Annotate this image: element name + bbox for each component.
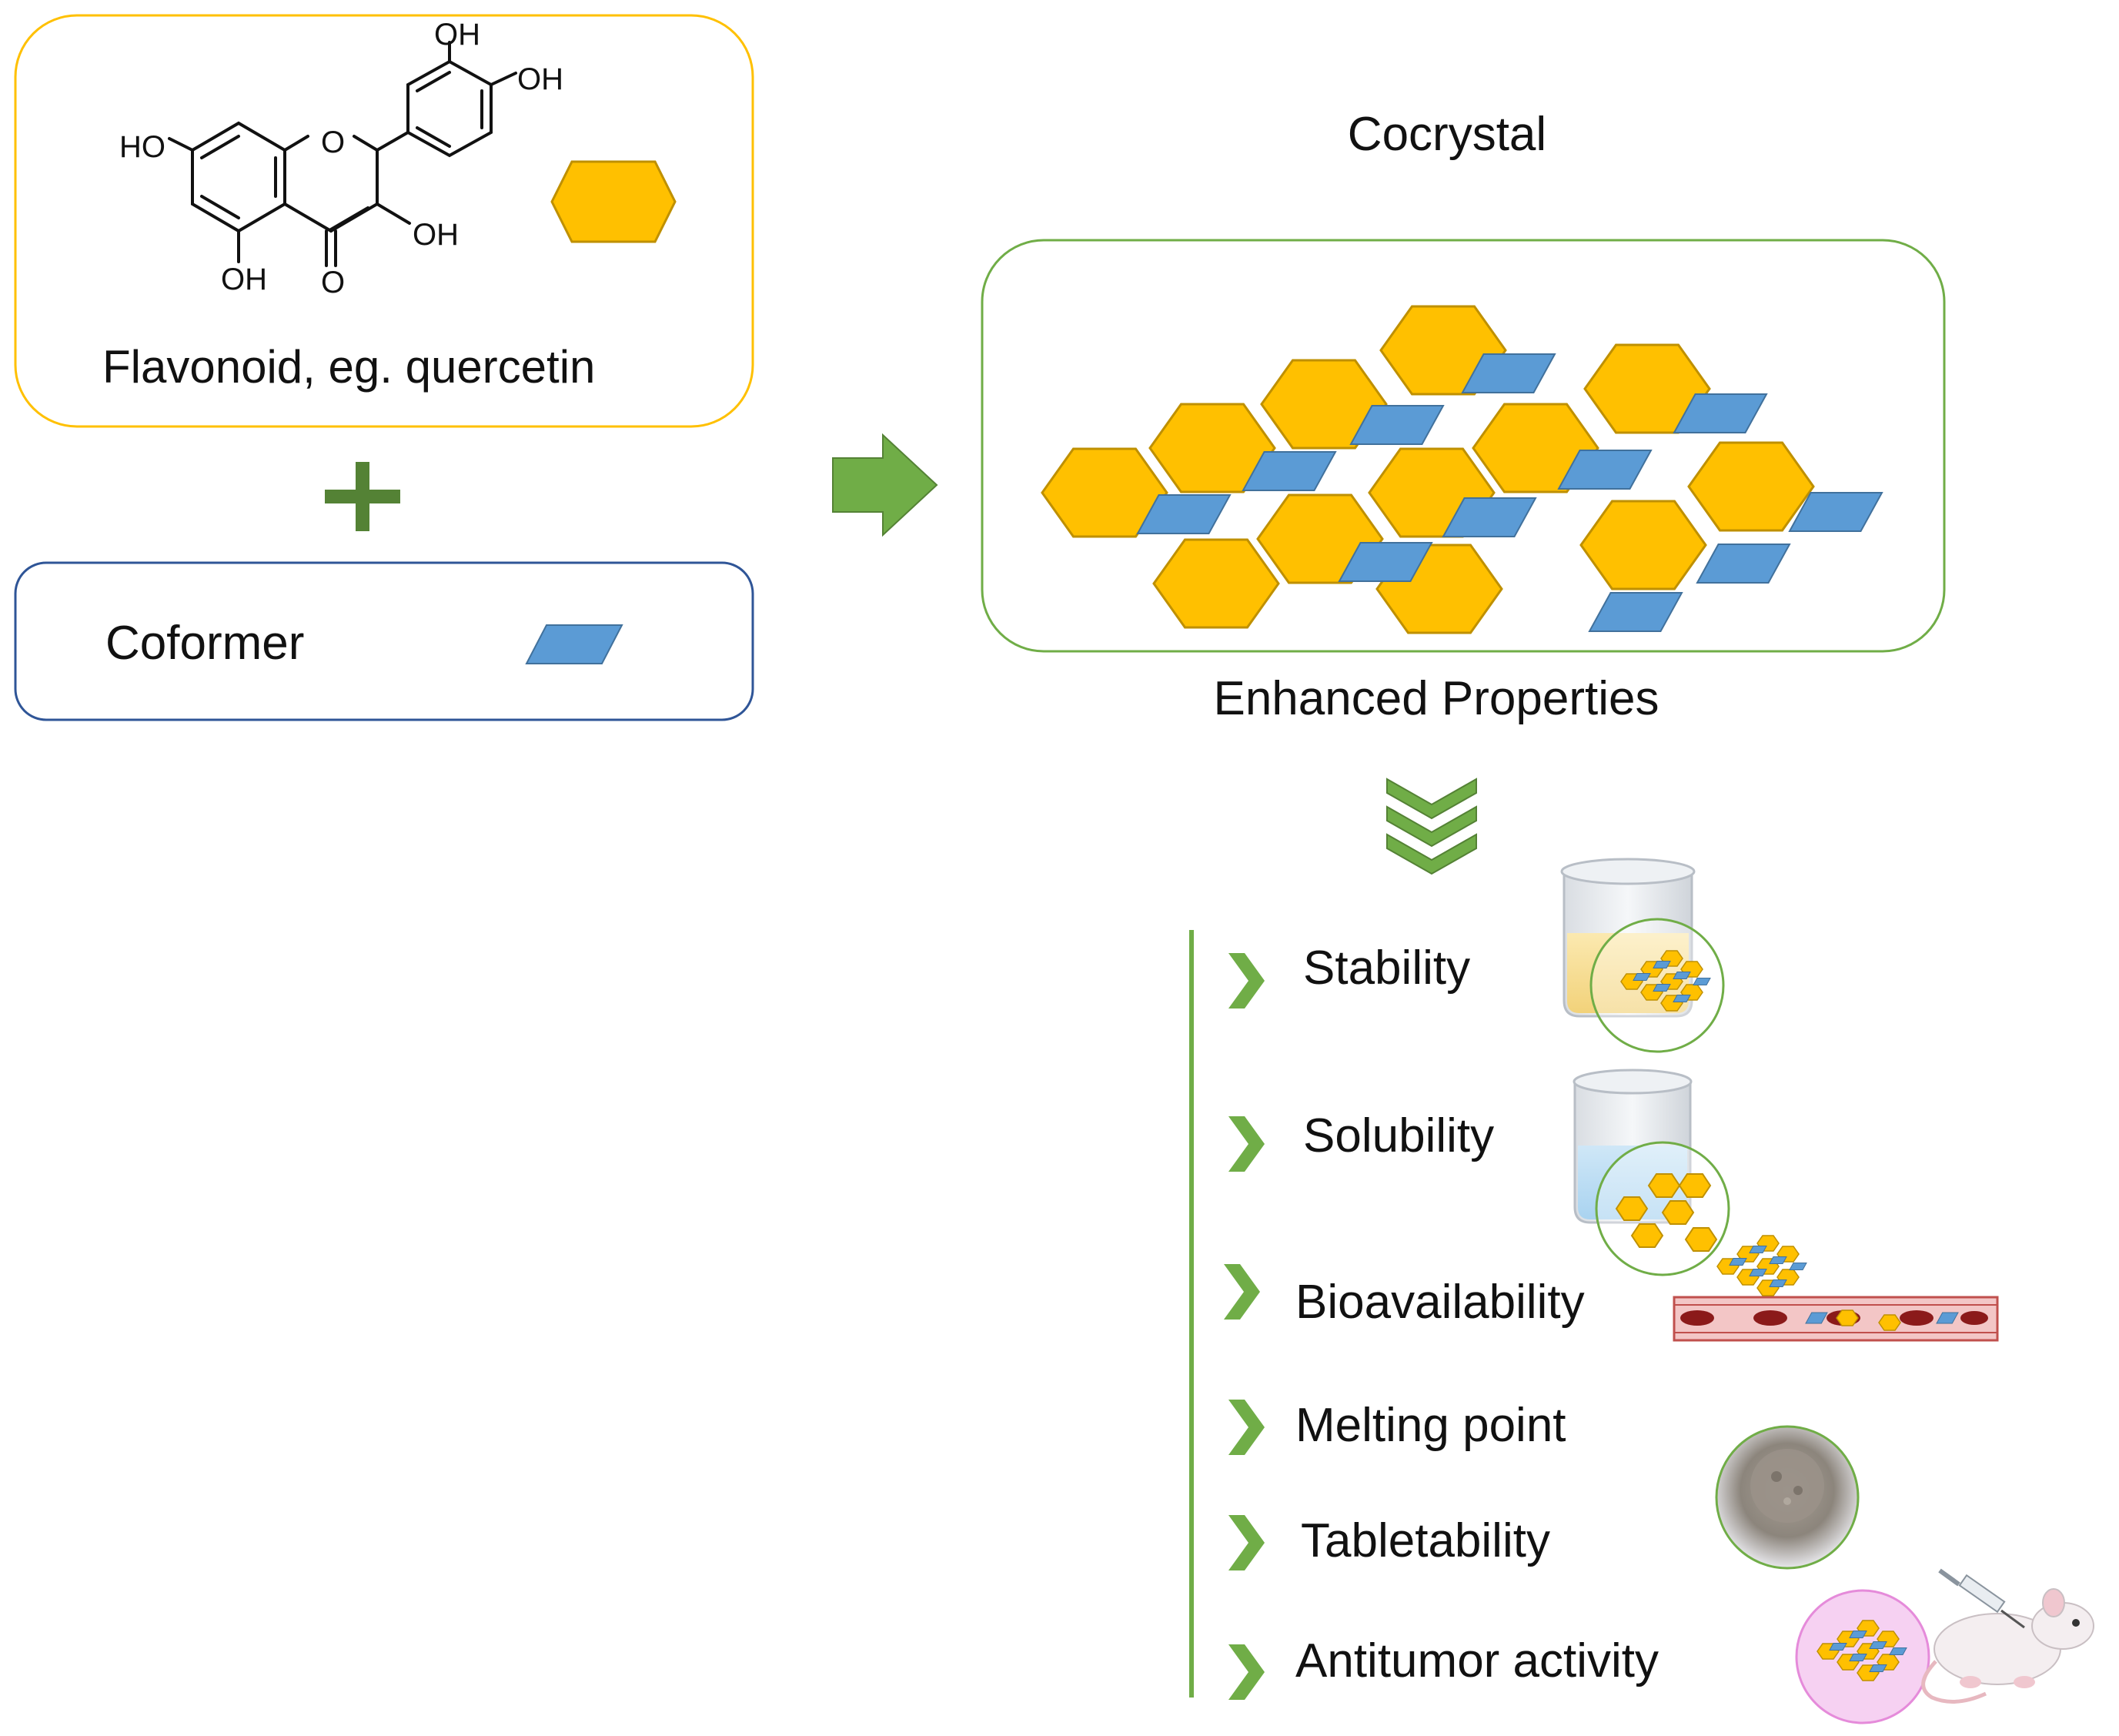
- chevron-right-icon: [1224, 1264, 1260, 1320]
- parallelogram-icon: [1673, 995, 1691, 1002]
- parallelogram-icon: [1936, 1312, 1959, 1324]
- parallelogram-icon: [1849, 1654, 1867, 1661]
- cocrystal-title: Cocrystal: [1348, 108, 1546, 161]
- chevron-right-icon: [1228, 953, 1265, 1008]
- dissolved-hexagons: [1615, 1173, 1718, 1252]
- tablet-icon: [1715, 1425, 1860, 1570]
- parallelogram-icon: [1789, 1263, 1807, 1270]
- property-item-bioavailability: Bioavailability: [1224, 1264, 1585, 1329]
- chevron-down-icon: [1386, 778, 1477, 875]
- parallelogram-icon: [1442, 497, 1537, 537]
- ring-oxygen-label: O: [321, 125, 345, 159]
- parallelogram-icon: [1242, 451, 1337, 491]
- hexagon-icon: [1472, 403, 1599, 493]
- property-label: Stability: [1303, 942, 1470, 995]
- parallelogram-icon: [1693, 978, 1711, 985]
- parallelogram-icon: [1805, 1312, 1828, 1324]
- coformer-box: Coformer: [14, 561, 754, 721]
- parallelogram-icon: [1653, 984, 1671, 992]
- flavonoid-label: Flavonoid, eg. quercetin: [102, 341, 595, 393]
- mini-cocrystal: [1817, 1620, 1907, 1681]
- carbonyl-oxygen-label: O: [321, 266, 345, 299]
- parallelogram-icon: [1349, 405, 1445, 445]
- property-item-antitumor-activity: Antitumor activity: [1228, 1634, 1659, 1700]
- property-label: Tabletability: [1301, 1514, 1550, 1567]
- coformer-label: Coformer: [105, 617, 304, 670]
- parallelogram-icon: [1557, 450, 1653, 490]
- parallelogram-icon: [525, 624, 623, 664]
- mini-cocrystal: [1716, 1235, 1959, 1331]
- hexagon-icon: [1878, 1314, 1901, 1331]
- parallelogram-icon: [1588, 592, 1683, 632]
- hexagon-icon: [1836, 1310, 1859, 1326]
- hexagon-icon: [550, 160, 677, 243]
- hexagon-icon: [1687, 441, 1815, 532]
- mouse-icon: [1921, 1588, 2094, 1704]
- parallelogram-icon: [1788, 492, 1883, 532]
- hexagon-icon: [1260, 359, 1388, 450]
- parallelogram-icon: [1729, 1258, 1747, 1266]
- property-item-solubility: Solubility: [1228, 1109, 1494, 1172]
- hexagon-icon: [1647, 1173, 1681, 1198]
- flavonoid-box: OH OH HO OH OH O O Flavonoid, eg. querce…: [14, 14, 754, 428]
- parallelogram-icon: [1869, 1664, 1887, 1672]
- parallelogram-icon: [1338, 542, 1433, 582]
- syringe-icon: [1938, 1568, 2025, 1629]
- hexagon-icon: [1152, 538, 1280, 629]
- plus-icon: [325, 462, 400, 531]
- oh-label-7: HO: [119, 130, 165, 164]
- parallelogram-icon: [1461, 353, 1556, 393]
- parallelogram-icon: [1829, 1643, 1847, 1651]
- property-label: Bioavailability: [1295, 1276, 1585, 1329]
- parallelogram-icon: [1653, 961, 1671, 968]
- result-caption: Enhanced Properties: [1213, 672, 1659, 725]
- hexagon-icon: [1583, 343, 1711, 434]
- parallelogram-icon: [1749, 1246, 1767, 1253]
- chevron-right-icon: [1228, 1400, 1265, 1455]
- arrow-right-icon: [832, 433, 938, 537]
- oh-label-4prime: OH: [517, 62, 563, 96]
- property-label: Melting point: [1295, 1399, 1566, 1452]
- hexagon-icon: [1684, 1227, 1718, 1252]
- hexagon-icon: [1615, 1196, 1649, 1221]
- parallelogram-icon: [1769, 1256, 1787, 1264]
- parallelogram-icon: [1136, 494, 1232, 534]
- property-list: Stability Solubility Bioavailability Mel…: [1224, 942, 1659, 1700]
- quercetin-structure-icon: [168, 41, 517, 267]
- chevron-right-icon: [1228, 1515, 1265, 1570]
- parallelogram-icon: [1889, 1647, 1907, 1655]
- parallelogram-icon: [1633, 973, 1651, 981]
- oh-label-3prime: OH: [434, 18, 480, 52]
- parallelogram-icon: [1749, 1269, 1767, 1276]
- property-label: Antitumor activity: [1295, 1634, 1659, 1687]
- property-label: Solubility: [1303, 1109, 1494, 1162]
- hexagon-icon: [1678, 1173, 1712, 1198]
- hexagon-icon: [1661, 1200, 1695, 1225]
- chevron-right-icon: [1228, 1644, 1265, 1700]
- oh-label-3: OH: [413, 218, 459, 252]
- property-item-melting-point: Melting point: [1228, 1399, 1566, 1455]
- hexagon-icon: [1148, 403, 1276, 493]
- hexagon-icon: [1041, 447, 1168, 538]
- property-item-tabletability: Tabletability: [1228, 1514, 1550, 1570]
- parallelogram-icon: [1673, 972, 1691, 979]
- mini-cocrystal: [1620, 950, 1711, 1012]
- hexagon-icon: [1579, 500, 1707, 590]
- parallelogram-icon: [1849, 1631, 1867, 1638]
- parallelogram-icon: [1869, 1641, 1887, 1649]
- cocrystal-box: [981, 239, 1946, 653]
- oh-label-5: OH: [221, 263, 267, 296]
- parallelogram-icon: [1696, 544, 1791, 584]
- parallelogram-icon: [1673, 393, 1768, 433]
- property-item-stability: Stability: [1228, 942, 1470, 1008]
- hexagon-icon: [1630, 1223, 1664, 1248]
- cocrystal-lattice: [1041, 305, 1883, 634]
- chevron-right-icon: [1228, 1116, 1265, 1172]
- parallelogram-icon: [1769, 1279, 1787, 1287]
